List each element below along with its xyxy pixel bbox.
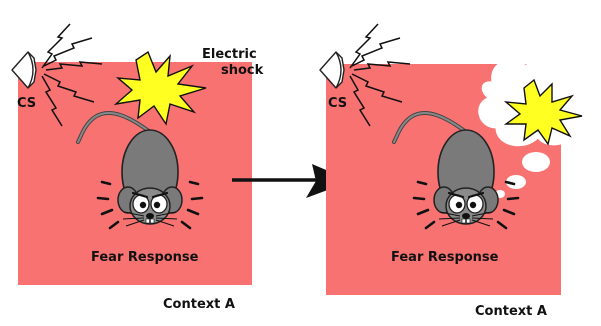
cs-label-right: CS — [328, 96, 347, 111]
context-label-left: Context A — [163, 297, 235, 312]
context-label-right: Context A — [475, 304, 547, 319]
cs-label-left: CS — [17, 96, 36, 111]
fear-response-label-left: Fear Response — [91, 250, 199, 265]
fear-response-label-right: Fear Response — [391, 250, 499, 265]
electric-label: Electric — [202, 47, 257, 62]
speaker-icon — [320, 52, 344, 88]
shock-label: shock — [221, 63, 263, 78]
speaker-icon — [12, 52, 36, 88]
